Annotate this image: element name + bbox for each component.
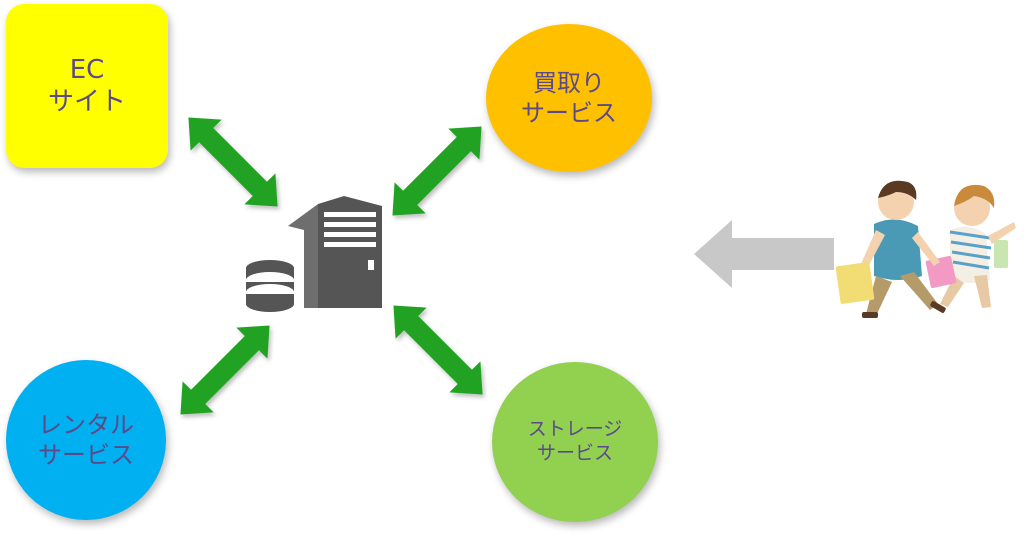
connector-ec-arrow	[188, 117, 278, 207]
flow-arrow	[694, 220, 834, 288]
man-figure	[835, 180, 946, 318]
node-storage-service: ストレージ サービス	[492, 362, 658, 522]
shoppers-illustration	[835, 180, 1016, 318]
node-ec-line1: EC	[69, 54, 105, 85]
node-kaitori-service: 買取り サービス	[486, 24, 652, 172]
server-database-icon	[246, 196, 382, 312]
node-kaitori-line2: サービス	[521, 99, 617, 127]
connector-rental-arrow	[180, 325, 270, 415]
node-ec-line2: サイト	[47, 87, 126, 117]
node-rental-line1: レンタル	[38, 411, 134, 439]
connector-kaitori-arrow	[392, 126, 482, 216]
node-rental-service: レンタル サービス	[6, 360, 166, 520]
node-storage-line2: サービス	[536, 442, 613, 464]
node-storage-line1: ストレージ	[527, 418, 623, 441]
node-ec-site: EC サイト	[6, 4, 168, 168]
connector-storage-arrow	[393, 305, 483, 395]
node-rental-line2: サービス	[38, 441, 134, 469]
node-kaitori-line1: 買取り	[533, 69, 605, 97]
woman-figure	[925, 184, 1016, 308]
